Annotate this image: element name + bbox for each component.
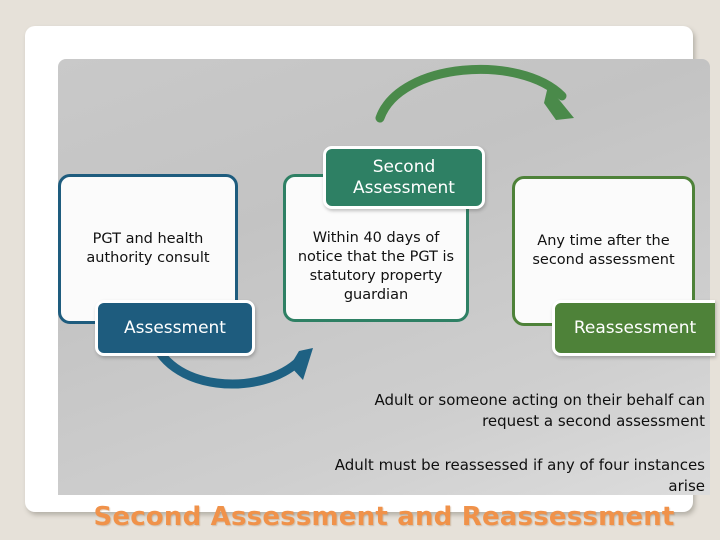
second-assessment-detail-text: Within 40 days of notice that the PGT is… [297, 229, 455, 303]
reassessment-tag[interactable]: Reassessment [552, 300, 715, 356]
note-item: Adult must be reassessed if any of four … [334, 455, 705, 495]
assessment-tag[interactable]: Assessment [95, 300, 255, 356]
slide-card: PGT and health authority consult Assessm… [25, 26, 715, 532]
reassessment-tag-label: Reassessment [573, 317, 697, 338]
assessment-tag-label: Assessment [124, 317, 226, 338]
assessment-detail-text: PGT and health authority consult [86, 230, 210, 266]
second-assessment-tag[interactable]: Second Assessment [323, 146, 485, 209]
reassessment-detail-text: Any time after the second assessment [532, 232, 675, 268]
note-item: Adult or someone acting on their behalf … [374, 391, 705, 431]
second-assessment-tag-label: Second Assessment [353, 157, 455, 198]
notes-block: Adult or someone acting on their behalf … [317, 390, 705, 497]
slide-title: Second Assessment and Reassessment [93, 502, 675, 532]
notes-spacer [317, 433, 705, 455]
